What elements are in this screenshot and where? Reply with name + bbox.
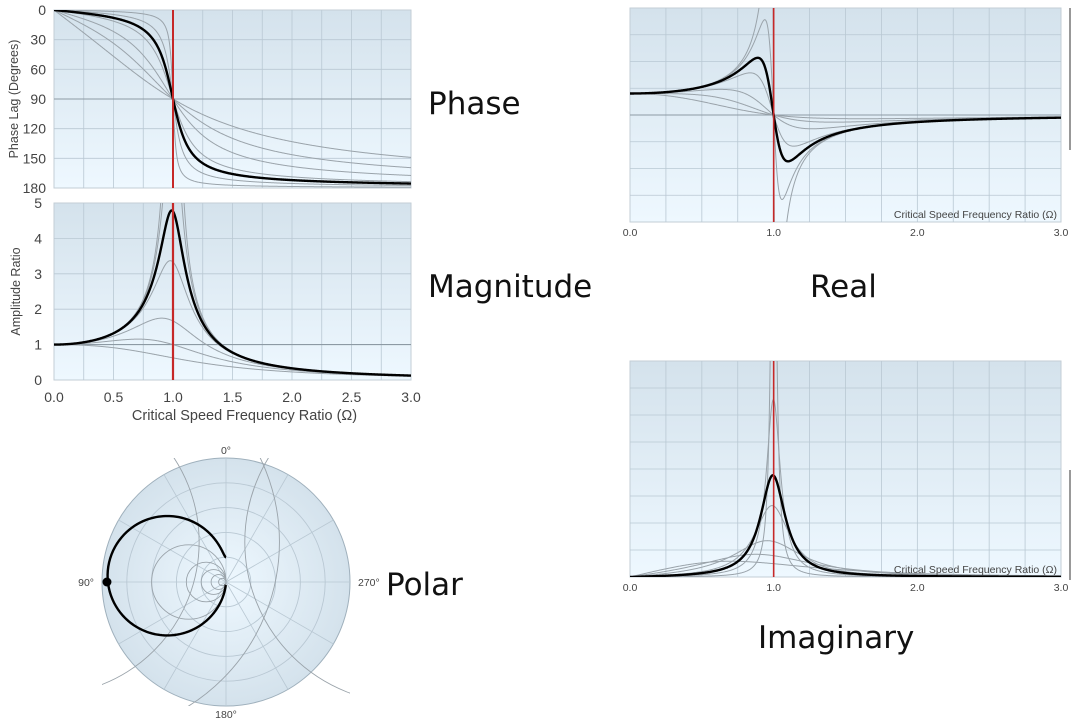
polar-chart: 0° 90° 180° 270° — [78, 445, 380, 721]
polar-main-trace — [106, 514, 227, 637]
magnitude-family-trace — [54, 344, 411, 377]
real-xtick: 0.0 — [623, 227, 638, 239]
polar-arc-trace — [187, 458, 280, 706]
magnitude-xtick: 0.5 — [104, 389, 124, 405]
magnitude-ylabel: Amplitude Ratio — [9, 247, 23, 335]
imaginary-xlabel: Critical Speed Frequency Ratio (Ω) — [894, 564, 1057, 576]
polar-spoke — [225, 474, 289, 583]
phase-family-trace — [54, 10, 411, 169]
magnitude-ytick: 5 — [34, 195, 42, 211]
phase-ytick: 90 — [30, 91, 46, 107]
phase-family-trace — [54, 10, 411, 186]
real-main-trace — [630, 56, 1061, 163]
polar-spoke — [225, 581, 334, 645]
real-xtick: 3.0 — [1054, 227, 1069, 239]
phase-ytick: 180 — [23, 180, 47, 196]
magnitude-xlabel: Critical Speed Frequency Ratio (Ω) — [132, 408, 357, 424]
real-family-trace — [630, 93, 1061, 120]
imaginary-xtick: 2.0 — [910, 582, 925, 594]
polar-spoke — [225, 581, 289, 690]
magnitude-ytick: 2 — [34, 301, 42, 317]
polar-spoke — [118, 519, 227, 583]
imaginary-label: Imaginary — [758, 620, 914, 656]
magnitude-xtick: 1.5 — [223, 389, 243, 405]
polar-angle-label-bottom: 180° — [215, 709, 237, 721]
phase-label: Phase — [428, 86, 521, 122]
magnitude-label: Magnitude — [428, 269, 592, 305]
magnitude-ytick: 1 — [34, 337, 42, 353]
polar-spoke — [225, 519, 334, 583]
imaginary-xtick: 0.0 — [623, 582, 638, 594]
phase-ylabel: Phase Lag (Degrees) — [7, 40, 21, 159]
polar-ring — [126, 482, 326, 682]
phase-family-trace — [54, 10, 411, 176]
real-xtick: 2.0 — [910, 227, 925, 239]
real-label: Real — [810, 269, 877, 305]
polar-label: Polar — [386, 567, 463, 603]
phase-family-trace — [54, 10, 411, 183]
polar-family-trace — [151, 544, 227, 620]
imaginary-xtick: 1.0 — [766, 582, 781, 594]
magnitude-ytick: 3 — [34, 266, 42, 282]
polar-angle-label-right: 270° — [358, 577, 380, 589]
polar-angle-label-top: 0° — [221, 445, 231, 457]
magnitude-ytick: 0 — [34, 372, 42, 388]
magnitude-xtick: 2.0 — [282, 389, 302, 405]
phase-ytick: 30 — [30, 32, 46, 48]
phase-ytick: 150 — [23, 150, 47, 166]
magnitude-main-trace — [54, 209, 411, 377]
polar-resonance-marker — [102, 577, 112, 587]
real-xlabel: Critical Speed Frequency Ratio (Ω) — [894, 209, 1057, 221]
magnitude-xtick: 3.0 — [401, 389, 421, 405]
phase-ytick: 60 — [30, 61, 46, 77]
phase-family-trace — [54, 10, 411, 158]
phase-ytick: 0 — [38, 2, 46, 18]
magnitude-xtick: 0.0 — [44, 389, 64, 405]
phase-chart: 0 30 60 90 120 150 180 Phase Lag (Degrees) — [7, 2, 412, 196]
imaginary-family-trace — [630, 560, 1061, 577]
phase-ytick: 120 — [23, 121, 47, 137]
imaginary-xtick: 3.0 — [1054, 582, 1069, 594]
real-chart: Critical Speed Frequency Ratio (Ω) 0.0 1.0… — [623, 7, 1071, 239]
real-xtick: 1.0 — [766, 227, 781, 239]
phase-main-trace — [54, 10, 411, 185]
imaginary-main-trace — [630, 474, 1061, 577]
imaginary-chart: Critical Speed Frequency Ratio (Ω) 0.0 1.0… — [623, 360, 1071, 594]
phase-family-trace — [54, 10, 411, 188]
polar-arc-trace — [244, 458, 350, 694]
polar-arc-trace — [102, 458, 200, 685]
magnitude-xtick: 2.5 — [342, 389, 362, 405]
polar-angle-label-left: 90° — [78, 577, 94, 589]
magnitude-ytick: 4 — [34, 230, 42, 246]
magnitude-xtick: 1.0 — [163, 389, 183, 405]
polar-spoke — [118, 581, 227, 645]
